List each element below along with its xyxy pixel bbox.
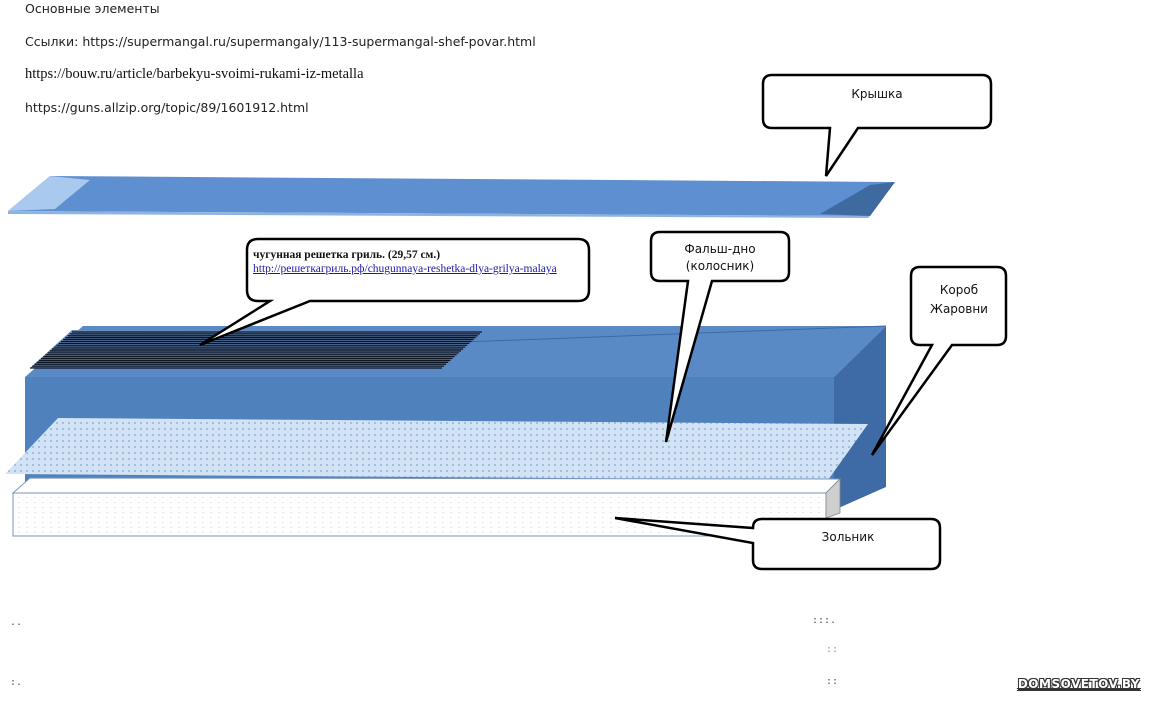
link-bouw[interactable]: https://bouw.ru/article/barbekyu-svoimi-…: [25, 66, 364, 82]
label-false-bottom: Фальш-дно (колосник): [652, 241, 788, 275]
marker-dots: :.: [10, 677, 23, 688]
heading: Основные элементы: [25, 1, 160, 16]
label-box-line2: Жаровни: [930, 302, 988, 316]
callout-lid: [761, 73, 993, 177]
callout-grate: [199, 237, 591, 347]
link-supermangal[interactable]: Ссылки: https://supermangal.ru/supermang…: [25, 34, 536, 49]
false-bottom-mesh: [5, 418, 868, 480]
label-ash: Зольник: [821, 530, 875, 544]
lid-shape: [8, 176, 895, 218]
link-guns[interactable]: https://guns.allzip.org/topic/89/1601912…: [25, 100, 309, 115]
label-lid: Крышка: [851, 87, 903, 101]
grate-callout-text: чугунная решетка гриль. (29,57 см.) http…: [253, 248, 583, 276]
label-false-bottom-line1: Фальш-дно: [684, 242, 756, 256]
label-false-bottom-line2: (колосник): [685, 259, 755, 273]
label-box: Короб Жаровни: [912, 281, 1006, 319]
marker-dots: ::: [826, 676, 839, 687]
label-grate-title: чугунная решетка гриль. (29,57 см.): [253, 249, 441, 261]
grill-grate: [30, 330, 482, 369]
marker-dots: ::: [826, 644, 839, 655]
callout-ash: [614, 516, 942, 571]
callout-box: [870, 265, 1008, 456]
marker-dots: ..: [10, 617, 23, 628]
watermark-logo: DOMSOVETOV.BY: [1017, 677, 1140, 691]
marker-dots: :::.: [812, 615, 837, 626]
callout-false-bottom: [649, 230, 791, 443]
label-box-line1: Короб: [939, 283, 979, 297]
link-grate[interactable]: http://решеткагриль.рф/chugunnaya-reshet…: [253, 263, 557, 275]
